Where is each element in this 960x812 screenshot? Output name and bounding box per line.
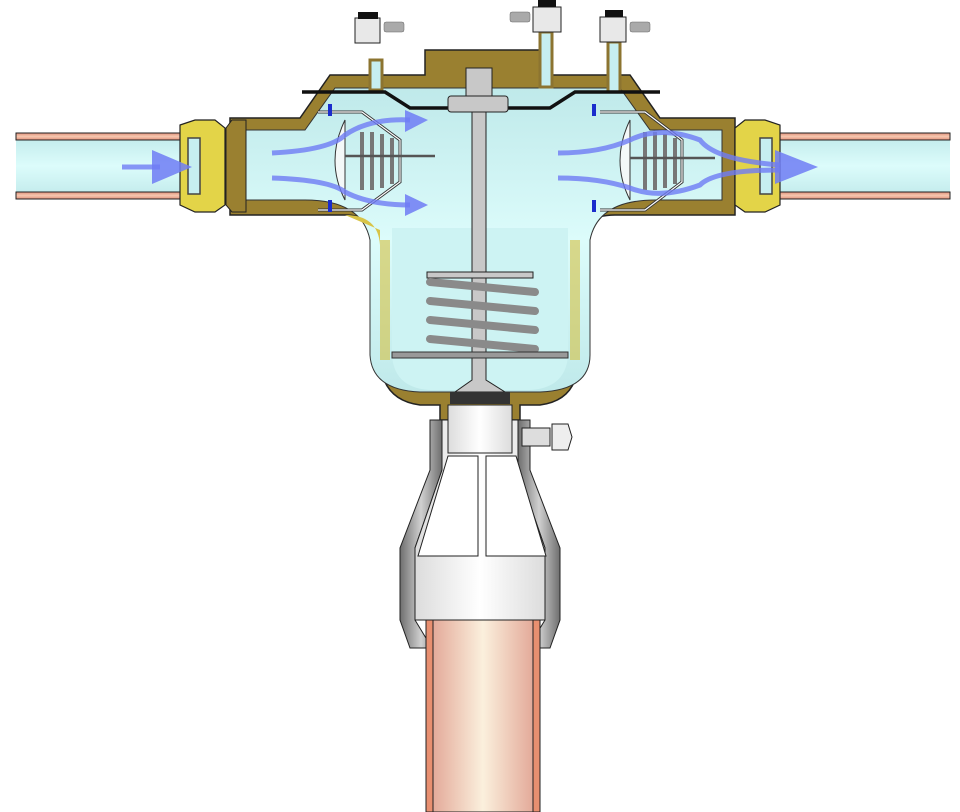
- test-cock-3: [599, 10, 651, 94]
- strainer-plate: [391, 351, 569, 359]
- relief-spring: [426, 278, 539, 353]
- test-cock-1: [354, 12, 405, 92]
- test-cock-2: [509, 0, 562, 89]
- air-gap-funnel: [399, 404, 561, 649]
- check-valve-2: [592, 104, 715, 212]
- flow-arrows: [122, 117, 781, 208]
- outlet-union-nut: [734, 119, 781, 213]
- relief-seat: [450, 392, 510, 404]
- flow-arrow-heads: [152, 110, 818, 216]
- drain-pipe: [425, 619, 541, 812]
- clamp-bolt: [521, 423, 573, 451]
- inlet-union-nut: [179, 119, 247, 213]
